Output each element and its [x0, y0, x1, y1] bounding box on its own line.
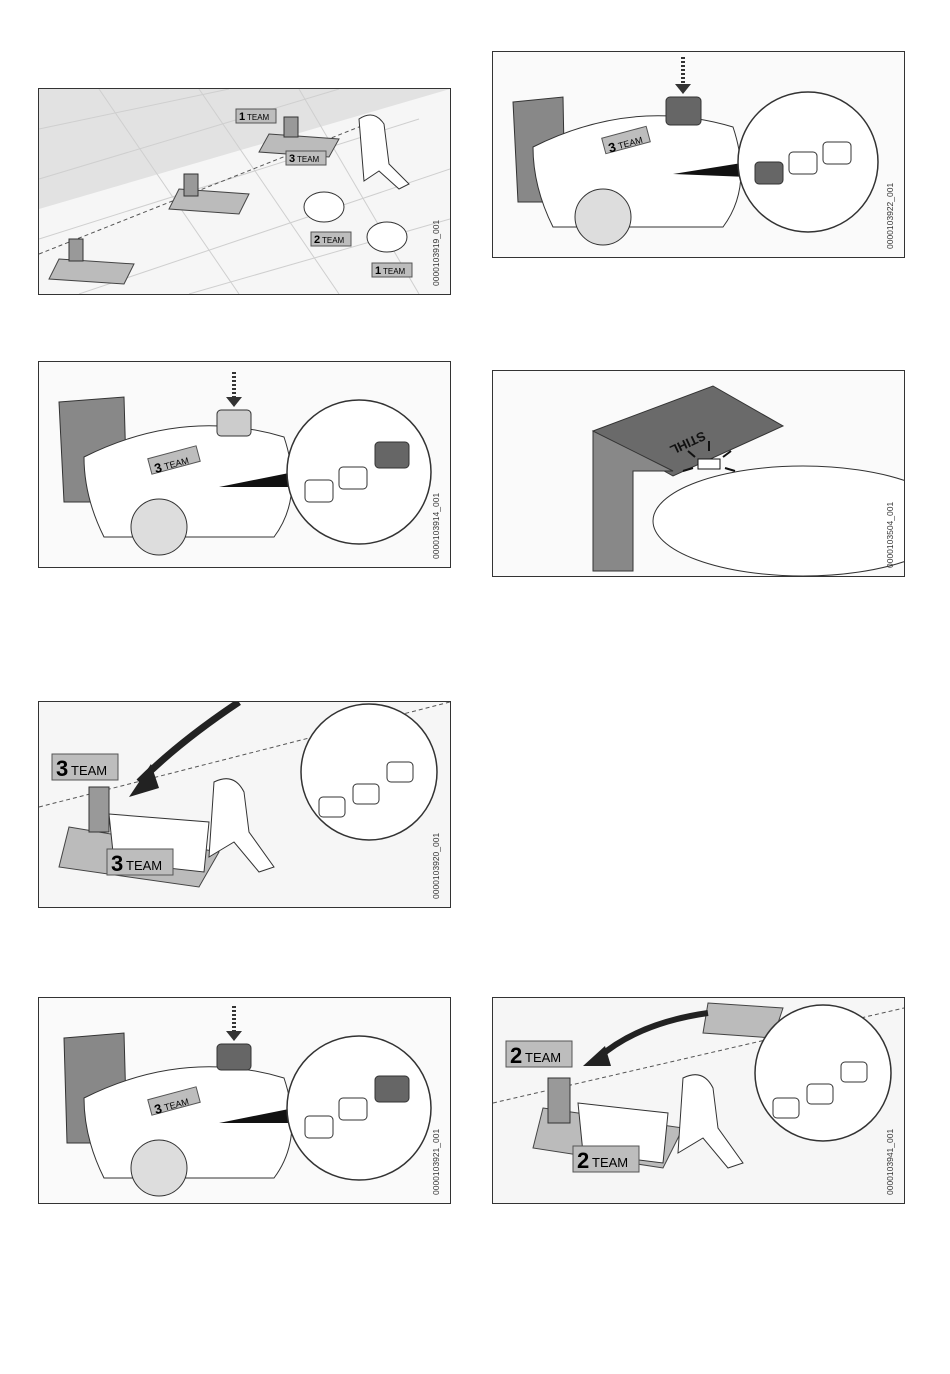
mower-wheel [131, 1140, 187, 1196]
svg-text:TEAM: TEAM [383, 267, 406, 276]
figure-code: 0000103914_001 [431, 493, 441, 559]
unlock-icon [305, 1116, 333, 1138]
figure-code: 0000103922_001 [885, 183, 895, 249]
svg-text:1: 1 [375, 265, 381, 277]
play-icon [807, 1084, 833, 1104]
docking-led-illustration: STIHL [493, 371, 904, 576]
team-label-3: 3 TEAM [286, 151, 326, 165]
control-panel-zoom [755, 1005, 891, 1141]
figure-place-mower-3: 3 TEAM 3 TEAM 0000103920_001 [38, 701, 451, 908]
mower-wheel [575, 189, 631, 245]
svg-text:2: 2 [510, 1043, 522, 1068]
play-icon [339, 467, 367, 489]
status-led [698, 459, 720, 469]
robot-mower [367, 222, 407, 252]
play-icon [353, 784, 379, 804]
figure-code: 0000103920_001 [431, 833, 441, 899]
unlock-icon [305, 480, 333, 502]
unlock-icon [755, 162, 783, 184]
svg-text:TEAM: TEAM [247, 113, 270, 122]
home-icon [841, 1062, 867, 1082]
home-key-callout [217, 1044, 251, 1070]
team-label-1: 1 TEAM [236, 109, 276, 123]
team-label-3: 3 TEAM [52, 754, 118, 781]
home-icon [387, 762, 413, 782]
figure-code: 0000103504_001 [885, 502, 895, 568]
figure-code: 0000103921_001 [431, 1129, 441, 1195]
unlock-icon [773, 1098, 799, 1118]
team-overview-illustration: 1 TEAM 3 TEAM 2 TEAM 1 TEAM [39, 89, 450, 294]
svg-text:2: 2 [577, 1148, 589, 1173]
figure-code: 0000103941_001 [885, 1129, 895, 1195]
svg-text:3: 3 [289, 153, 295, 165]
play-icon [789, 152, 817, 174]
home-icon [375, 442, 409, 468]
home-key-callout [217, 410, 251, 436]
svg-text:TEAM: TEAM [126, 858, 162, 873]
figure-docking-led: STIHL 0000103504_001 [492, 370, 905, 577]
figure-place-mower-2: 2 TEAM 2 TEAM 0000103941_001 [492, 997, 905, 1204]
figure-home-button-confirm: 3 TEAM 0000103921_001 [38, 997, 451, 1204]
robot-mower [304, 192, 344, 222]
unlock-icon [319, 797, 345, 817]
control-panel-zoom [301, 704, 437, 840]
mower-wheel [131, 499, 187, 555]
home-button-illustration: 3 TEAM [39, 362, 450, 567]
svg-text:1: 1 [239, 111, 245, 123]
svg-text:2: 2 [314, 234, 320, 246]
figure-team-overview: 1 TEAM 3 TEAM 2 TEAM 1 TEAM 0000103919_0… [38, 88, 451, 295]
svg-text:TEAM: TEAM [322, 236, 345, 245]
svg-text:TEAM: TEAM [592, 1155, 628, 1170]
svg-text:3: 3 [56, 756, 68, 781]
play-icon [339, 1098, 367, 1120]
home-icon [823, 142, 851, 164]
figure-home-button: 3 TEAM 0000103914_001 [38, 361, 451, 568]
home-icon [375, 1076, 409, 1102]
svg-text:TEAM: TEAM [525, 1050, 561, 1065]
team-label-1: 1 TEAM [372, 263, 412, 277]
unlock-key-callout [666, 97, 701, 125]
team-label-3: 3 TEAM [107, 849, 173, 876]
svg-text:TEAM: TEAM [297, 155, 320, 164]
home-confirm-illustration: 3 TEAM [39, 998, 450, 1203]
team-label-2: 2 TEAM [506, 1041, 572, 1068]
figure-code: 0000103919_001 [431, 220, 441, 286]
figure-unlock-button: 3 TEAM 0000103922_001 [492, 51, 905, 258]
svg-text:3: 3 [111, 851, 123, 876]
svg-text:TEAM: TEAM [71, 763, 107, 778]
team-label-2: 2 TEAM [311, 232, 351, 246]
place-mower-illustration: 3 TEAM 3 TEAM [39, 702, 450, 907]
team-label-2: 2 TEAM [573, 1146, 639, 1173]
unlock-button-illustration: 3 TEAM [493, 52, 904, 257]
place-mower-2-illustration: 2 TEAM 2 TEAM [493, 998, 904, 1203]
